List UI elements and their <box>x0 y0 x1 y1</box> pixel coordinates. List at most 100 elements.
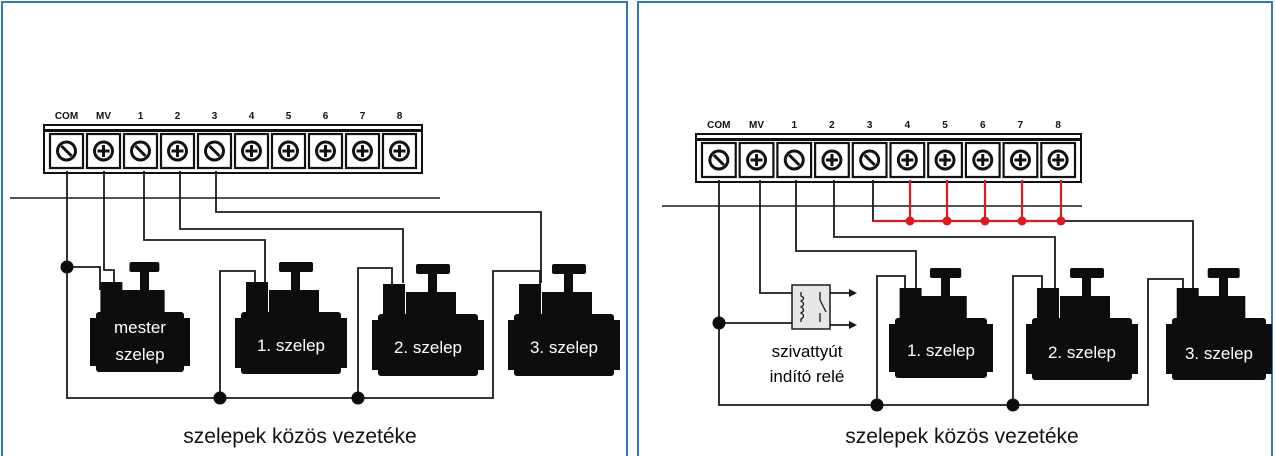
left-panel-border <box>1 1 628 456</box>
right-valve-1-stem <box>941 276 950 300</box>
right-valve-1-inlet <box>889 324 897 372</box>
left-common-tap-master <box>67 266 101 290</box>
jumper-dots <box>905 216 1066 226</box>
left-junction-com <box>60 260 74 274</box>
jumper-dot-5 <box>942 216 952 226</box>
right-terminal-label: 6 <box>980 120 986 131</box>
right-terminal-label: 1 <box>791 120 797 131</box>
right-valve-3: 3. szelep <box>1166 268 1272 380</box>
left-valve-master-solenoid <box>100 282 123 312</box>
right-valve-2-handle <box>1070 268 1104 278</box>
jumper-dot-8 <box>1056 216 1066 226</box>
right-valve-1-label: 1. szelep <box>907 341 975 360</box>
left-valve-master-body <box>96 312 184 372</box>
left-wires <box>66 171 542 399</box>
right-valve-1: 1. szelep <box>889 268 993 378</box>
jumper-dot-7 <box>1017 216 1027 226</box>
right-terminal-label: 5 <box>942 120 948 131</box>
relay-label-line2: indító relé <box>770 367 845 386</box>
jumper-dot-4 <box>905 216 915 226</box>
right-valve-2-solenoid <box>1037 288 1059 318</box>
left-wire-zone2 <box>179 171 404 283</box>
left-valve-1-handle <box>279 262 313 272</box>
right-valve-2-bonnet <box>1060 296 1110 320</box>
left-valve-3-inlet <box>508 320 516 370</box>
right-common-line <box>718 278 1184 406</box>
relay-label-line1: szivattyút <box>772 342 843 361</box>
right-valve-3-stem <box>1219 276 1228 300</box>
right-valve-1-bonnet <box>920 296 967 320</box>
left-valve-1-bonnet <box>269 290 319 314</box>
left-valve-3-solenoid <box>519 284 541 314</box>
left-valve-master-label: szelep <box>115 345 164 364</box>
right-valve-1-outlet <box>985 324 993 372</box>
left-wire-zone1 <box>143 171 266 282</box>
right-valve-1-solenoid <box>899 288 922 318</box>
right-valve-3-outlet <box>1264 324 1272 374</box>
right-junction-2 <box>1006 398 1020 412</box>
right-valve-3-solenoid <box>1176 288 1199 318</box>
left-valve-2-handle <box>416 264 450 274</box>
right-terminal-label: 3 <box>867 120 873 131</box>
left-strip-rail <box>44 129 422 132</box>
right-wire-zone2 <box>833 180 1056 290</box>
left-valve-master-bonnet <box>120 290 165 314</box>
left-valve-2: 2. szelep <box>372 264 484 376</box>
left-valve-1-solenoid <box>246 282 268 312</box>
left-valve-master-handle <box>129 262 160 272</box>
right-valve-3-body <box>1172 318 1266 380</box>
left-valve-2-label: 2. szelep <box>394 338 462 357</box>
left-terminal-label: 5 <box>286 111 292 122</box>
right-terminal-block <box>813 141 850 179</box>
left-valve-3-label: 3. szelep <box>530 338 598 357</box>
right-terminal-label: 7 <box>1018 120 1024 131</box>
right-valve-2-body <box>1032 318 1132 380</box>
right-terminal-label: 8 <box>1055 120 1061 131</box>
right-valve-1-body <box>895 318 987 378</box>
right-terminal-label: MV <box>749 120 764 131</box>
right-terminal-label: 2 <box>829 120 835 131</box>
right-valve-3-bonnet <box>1198 296 1246 320</box>
left-valve-3-outlet <box>612 320 620 370</box>
relay-arrow-bottom <box>849 321 857 329</box>
relay-switch-icon <box>819 292 827 322</box>
left-valve-3-bonnet <box>542 292 592 316</box>
left-common-line <box>66 267 541 399</box>
right-screw-slot <box>712 153 725 167</box>
left-valve-3: 3. szelep <box>508 264 620 376</box>
left-caption: szelepek közös vezetéke <box>183 425 416 448</box>
left-wire-mv <box>103 171 115 284</box>
jumper-dot-6 <box>980 216 990 226</box>
left-wire-zone3 <box>215 171 542 283</box>
left-terminal-label: 3 <box>212 111 218 122</box>
right-wire-zone3 <box>872 180 1194 290</box>
right-valve-2-stem <box>1082 276 1091 300</box>
right-valve-2: 2. szelep <box>1026 268 1138 380</box>
left-screw-slot <box>134 144 147 158</box>
right-panel-border <box>637 1 1273 456</box>
left-valve-1-body <box>241 312 341 374</box>
left-terminal-block <box>233 132 270 170</box>
right-valve-2-inlet <box>1026 324 1034 374</box>
left-valve-2-outlet <box>476 320 484 370</box>
left-valve-2-bonnet <box>406 292 456 316</box>
right-valve-3-label: 3. szelep <box>1185 344 1253 363</box>
left-terminal-label: 8 <box>397 111 403 122</box>
right-valve-3-handle <box>1207 268 1240 278</box>
jumper-wires <box>873 180 1063 223</box>
right-caption: szelepek közös vezetéke <box>845 425 1078 448</box>
left-valve-1-outlet <box>339 318 347 368</box>
relay-coil-icon <box>799 292 805 322</box>
left-terminal-label: 2 <box>175 111 181 122</box>
pump-relay: szivattyút indító relé <box>770 284 845 386</box>
right-junction-1 <box>870 398 884 412</box>
left-valve-3-handle <box>552 264 586 274</box>
left-screw-slot <box>60 144 73 158</box>
left-valve-3-body <box>514 314 614 376</box>
right-valve-3-inlet <box>1166 324 1174 374</box>
right-wire-mv <box>759 180 792 294</box>
